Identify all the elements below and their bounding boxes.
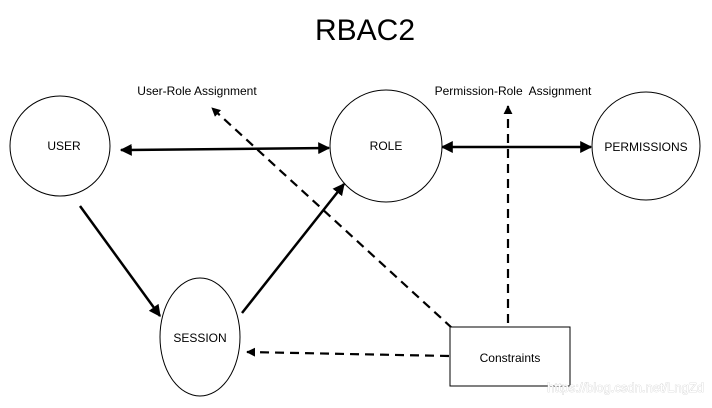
user-node: USER [9,95,111,197]
constraints-session-edge [246,347,450,358]
diagram-title: RBAC2 [315,14,415,47]
constraints-node-label: Constraints [480,351,541,365]
user-node-label: USER [47,139,81,153]
session-node-label: SESSION [173,331,226,345]
constraints-user-role-assignment-edge [211,107,453,329]
permission-role-assignment-label: Permission-Role Assignment [435,84,592,98]
role-node: ROLE [329,89,443,203]
permissions-node-label: PERMISSIONS [604,140,687,154]
user-role-edge [119,142,331,156]
session-role-edge [241,183,345,314]
constraints-node: Constraints [449,326,571,387]
user-session-edge [78,205,162,317]
role-node-label: ROLE [370,139,403,153]
session-node: SESSION [159,277,241,397]
permissions-node: PERMISSIONS [591,91,701,201]
watermark-text: https://blog.csdn.net/LngZd [547,380,704,395]
user-role-assignment-label: User-Role Assignment [137,84,257,98]
